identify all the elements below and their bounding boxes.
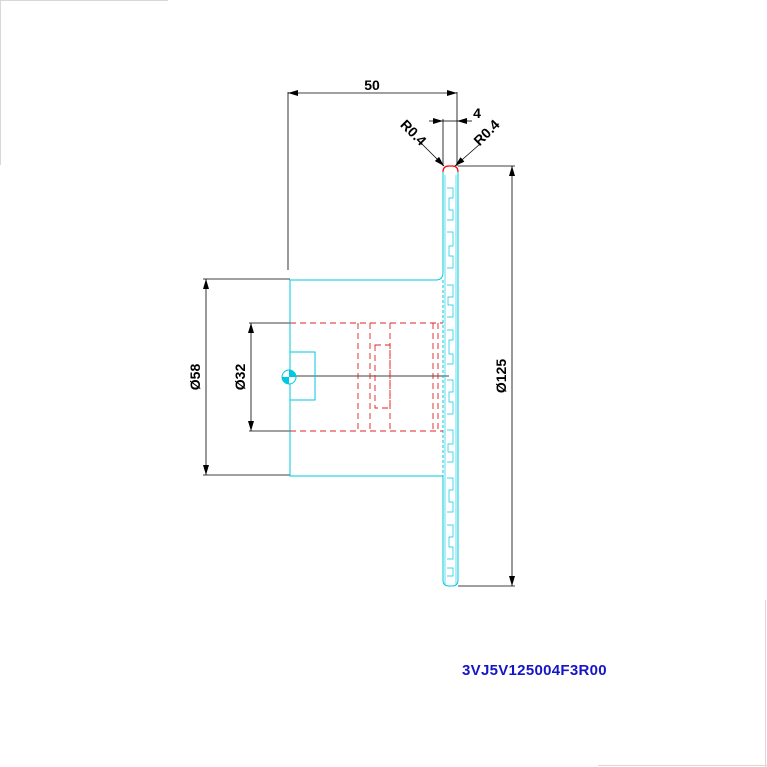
dimension-50-label: 50 bbox=[364, 77, 380, 93]
frame-right-line bbox=[765, 600, 766, 767]
frame-bottom-line bbox=[598, 765, 767, 766]
hidden-lines bbox=[290, 322, 443, 432]
red-accent bbox=[442, 165, 459, 173]
frame-top-line bbox=[0, 0, 168, 1]
radius-right-label: R0.4 bbox=[470, 116, 502, 148]
radius-left-label: R0.4 bbox=[397, 116, 429, 148]
dimension-4-label: 4 bbox=[473, 105, 481, 121]
part-code-label: 3VJ5V125004F3R00 bbox=[462, 662, 607, 679]
diameter-58-label: Ø58 bbox=[187, 364, 203, 391]
frame-left-line bbox=[0, 0, 1, 165]
diameter-32-label: Ø32 bbox=[232, 364, 248, 391]
center-marker-icon bbox=[281, 369, 297, 385]
part-outline bbox=[289, 165, 459, 587]
diameter-125-label: Ø125 bbox=[493, 359, 509, 393]
dimension-lines bbox=[203, 90, 515, 587]
